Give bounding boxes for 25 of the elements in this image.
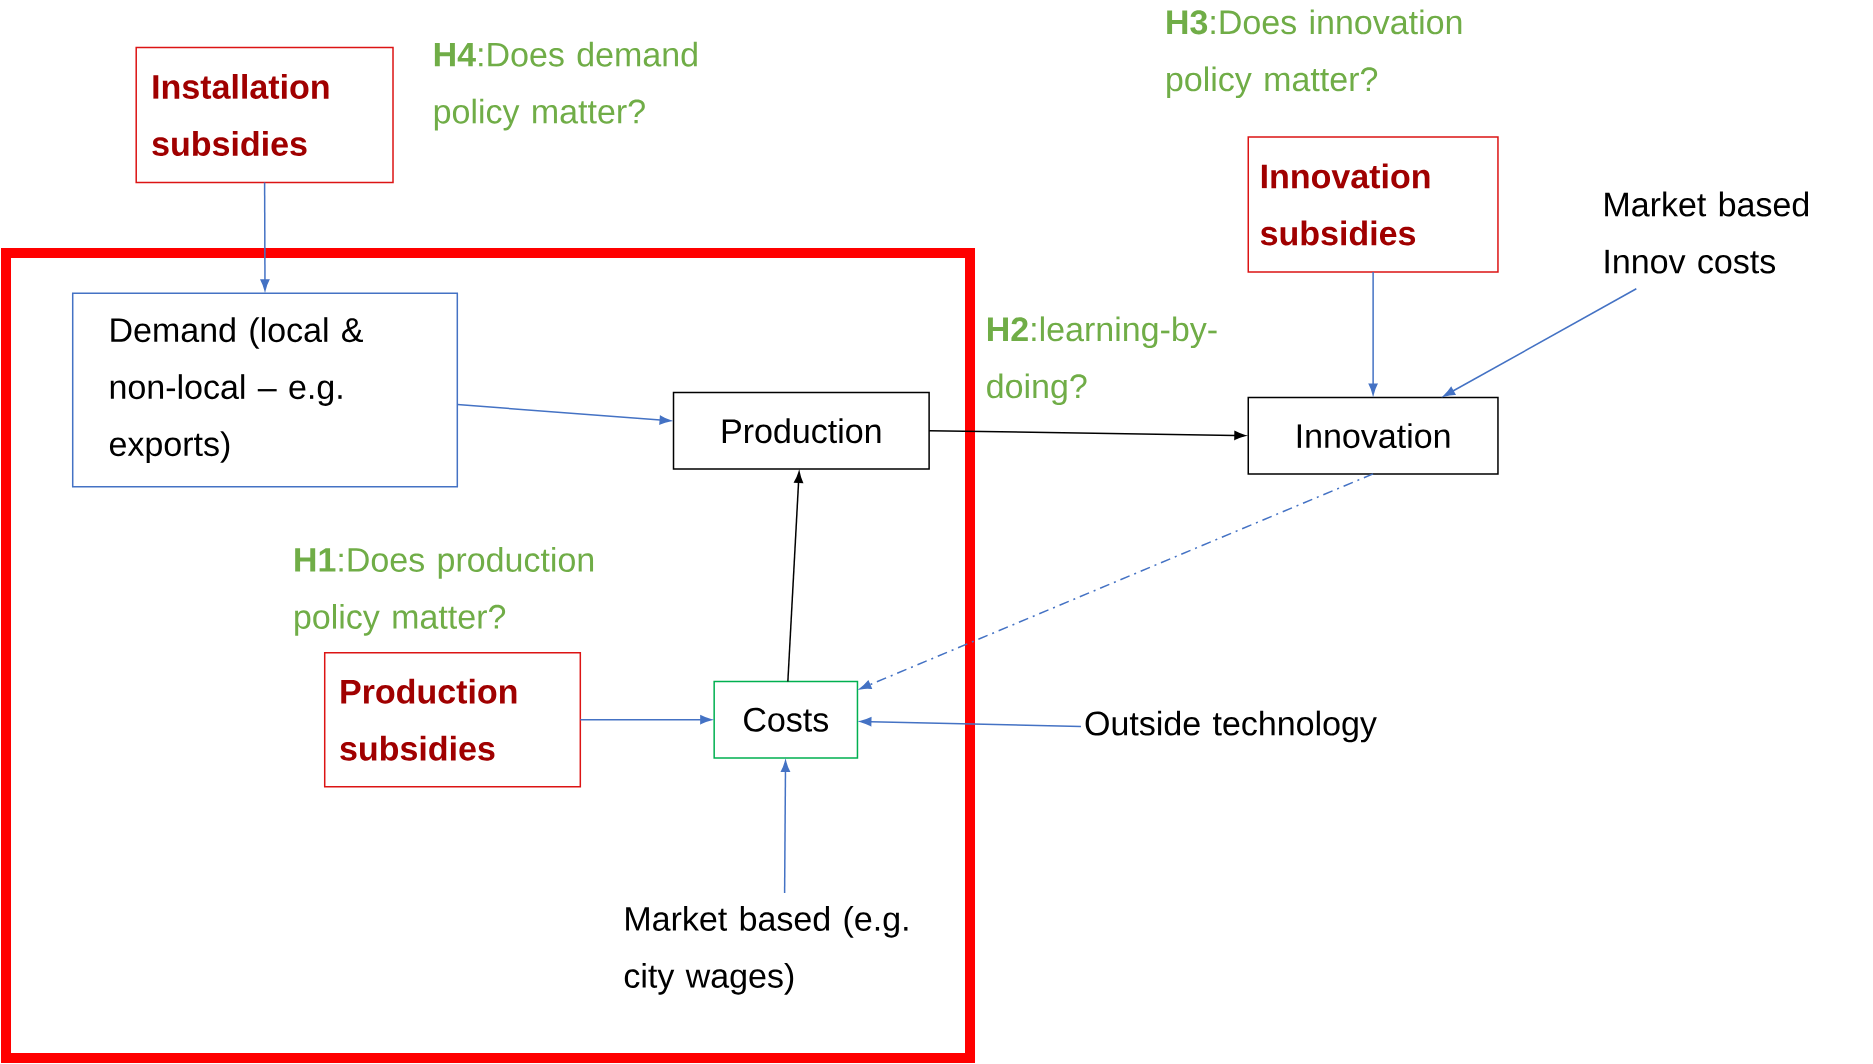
arrow <box>1368 271 1378 395</box>
process-box: Costs <box>713 680 859 759</box>
arrow <box>859 473 1374 690</box>
arrow <box>928 430 1246 440</box>
note-text: Market based (e.g. city wages) <box>624 906 908 995</box>
policy-box: Installation subsidies <box>135 46 394 184</box>
hypothesis-label: H4:Does demand policy matter? <box>434 41 697 131</box>
policy-box: Innovation subsidies <box>1247 136 1499 273</box>
policy-box: Production subsidies <box>323 652 582 788</box>
hypothesis-label: H2:learning-by-doing? <box>987 316 1217 406</box>
process-box: Innovation <box>1247 396 1499 475</box>
frame-box <box>1 247 975 1064</box>
note-text: Market based Innov costs <box>1605 191 1809 274</box>
arrow <box>456 403 672 425</box>
arrow <box>859 717 1082 728</box>
hypothesis-label: H1:Does production policy matter? <box>295 547 594 636</box>
arrow <box>781 760 790 894</box>
note-text: Outside technology <box>1085 710 1377 743</box>
hypothesis-label: H3:Does innovation policy matter? <box>1167 9 1462 99</box>
process-box: Demand (local & non-local – e.g. exports) <box>71 292 459 488</box>
process-box: Production <box>672 391 930 470</box>
arrow <box>260 181 270 291</box>
arrow <box>787 471 804 683</box>
arrow <box>579 715 712 725</box>
arrow <box>1443 288 1638 397</box>
